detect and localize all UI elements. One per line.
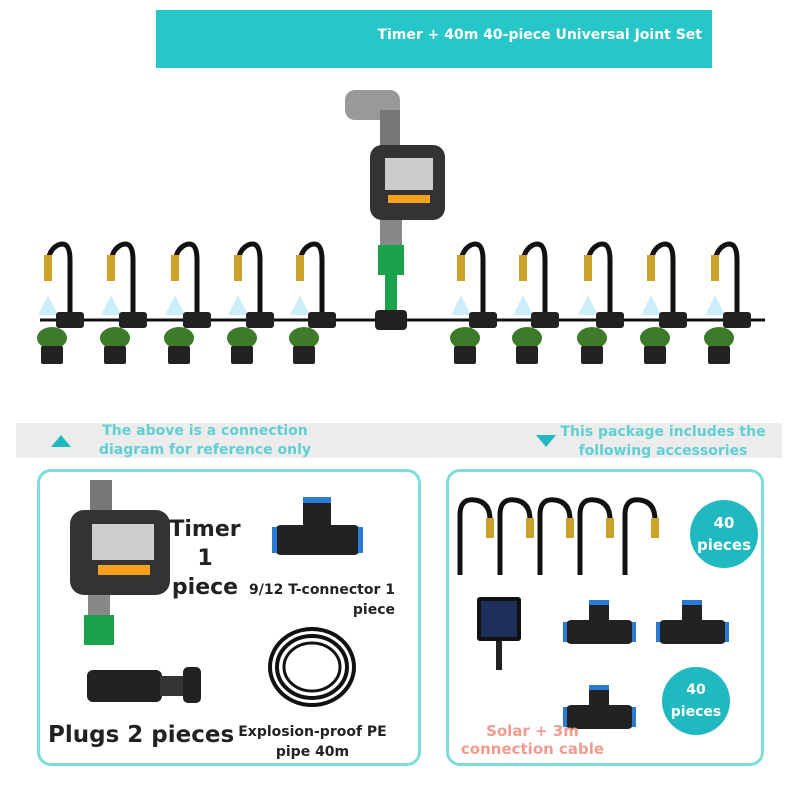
- hoses-count-badge: 40 pieces: [690, 500, 758, 568]
- plant: [640, 327, 670, 349]
- t-connector-image: [563, 685, 636, 729]
- plug-image: [87, 667, 201, 703]
- pe-pipe-image: [268, 627, 356, 707]
- plant: [450, 327, 480, 349]
- t-connector: [56, 312, 84, 328]
- brass-nozzle: [171, 255, 179, 281]
- timer-illustration: [345, 90, 445, 330]
- plant: [289, 327, 319, 349]
- left-note: The above is a connection diagram for re…: [98, 423, 312, 458]
- brass-nozzle: [584, 255, 592, 281]
- mist-spray: [165, 295, 185, 315]
- plant: [37, 327, 67, 349]
- plant-pot: [231, 346, 253, 364]
- t-connector: [119, 312, 147, 328]
- t-connector: [723, 312, 751, 328]
- brass-nozzle: [486, 518, 494, 538]
- t-connector: [469, 312, 497, 328]
- plant-pot: [581, 346, 603, 364]
- timer-count: 1: [197, 546, 213, 571]
- t-connector-image: [272, 497, 363, 555]
- plant: [577, 327, 607, 349]
- brass-nozzle: [234, 255, 242, 281]
- connection-diagram: [37, 90, 765, 364]
- mist-hose: [457, 497, 493, 575]
- triangle-down-icon: [536, 435, 556, 447]
- brass-nozzle: [711, 255, 719, 281]
- plant-pot: [104, 346, 126, 364]
- plant: [704, 327, 734, 349]
- t-connector-label: 9/12 T-connector 1 piece: [249, 582, 395, 618]
- title-banner: Timer + 40m 40-piece Universal Joint Set: [156, 10, 712, 68]
- t-connector: [596, 312, 624, 328]
- brass-nozzle: [606, 518, 614, 538]
- plant: [100, 327, 130, 349]
- plant-pot: [644, 346, 666, 364]
- t-connector: [659, 312, 687, 328]
- accessories-images: [457, 497, 659, 670]
- timer-label: Timer: [169, 517, 241, 542]
- brass-nozzle: [457, 255, 465, 281]
- plant-pot: [708, 346, 730, 364]
- plant: [512, 327, 542, 349]
- mist-spray: [578, 295, 598, 315]
- t-connector-image: [563, 600, 636, 644]
- t-connector: [531, 312, 559, 328]
- t-connector: [246, 312, 274, 328]
- brass-nozzle: [566, 518, 574, 538]
- plant: [227, 327, 257, 349]
- banner-title: Timer + 40m 40-piece Universal Joint Set: [377, 27, 702, 43]
- mist-spray: [228, 295, 248, 315]
- brass-nozzle: [44, 255, 52, 281]
- brass-nozzle: [296, 255, 304, 281]
- brass-nozzle: [651, 518, 659, 538]
- mist-hose: [622, 497, 658, 575]
- plant-pot: [168, 346, 190, 364]
- mist-hose: [577, 497, 613, 575]
- t-connector: [183, 312, 211, 328]
- plant-pot: [516, 346, 538, 364]
- brass-nozzle: [526, 518, 534, 538]
- mist-spray: [451, 295, 471, 315]
- mist-hose: [497, 497, 533, 575]
- brass-nozzle: [519, 255, 527, 281]
- triangle-up-icon: [51, 435, 71, 447]
- mist-spray: [290, 295, 310, 315]
- pe-pipe-label: Explosion-proof PE pipe 40m: [238, 724, 387, 760]
- brass-nozzle: [647, 255, 655, 281]
- mist-spray: [101, 295, 121, 315]
- plant: [164, 327, 194, 349]
- brass-nozzle: [107, 255, 115, 281]
- mist-spray: [513, 295, 533, 315]
- t-connector: [308, 312, 336, 328]
- timer-kit-box: [37, 469, 421, 766]
- solar-label: Solar + 3m connection cable: [460, 722, 605, 758]
- right-note: This package includes the following acce…: [560, 424, 766, 459]
- solar-panel-image: [477, 597, 521, 670]
- mist-spray: [38, 295, 58, 315]
- mist-hose: [537, 497, 573, 575]
- accessories-box: [446, 469, 764, 766]
- mist-spray: [705, 295, 725, 315]
- info-band: [16, 423, 782, 458]
- timer-image: [70, 480, 170, 645]
- plant-pot: [293, 346, 315, 364]
- plugs-label: Plugs 2 pieces: [48, 722, 235, 748]
- plant-pot: [41, 346, 63, 364]
- plant-pot: [454, 346, 476, 364]
- timer-unit: piece: [171, 575, 239, 600]
- connectors-count-badge: 40 pieces: [662, 667, 730, 735]
- t-connector-image: [656, 600, 729, 644]
- mist-spray: [641, 295, 661, 315]
